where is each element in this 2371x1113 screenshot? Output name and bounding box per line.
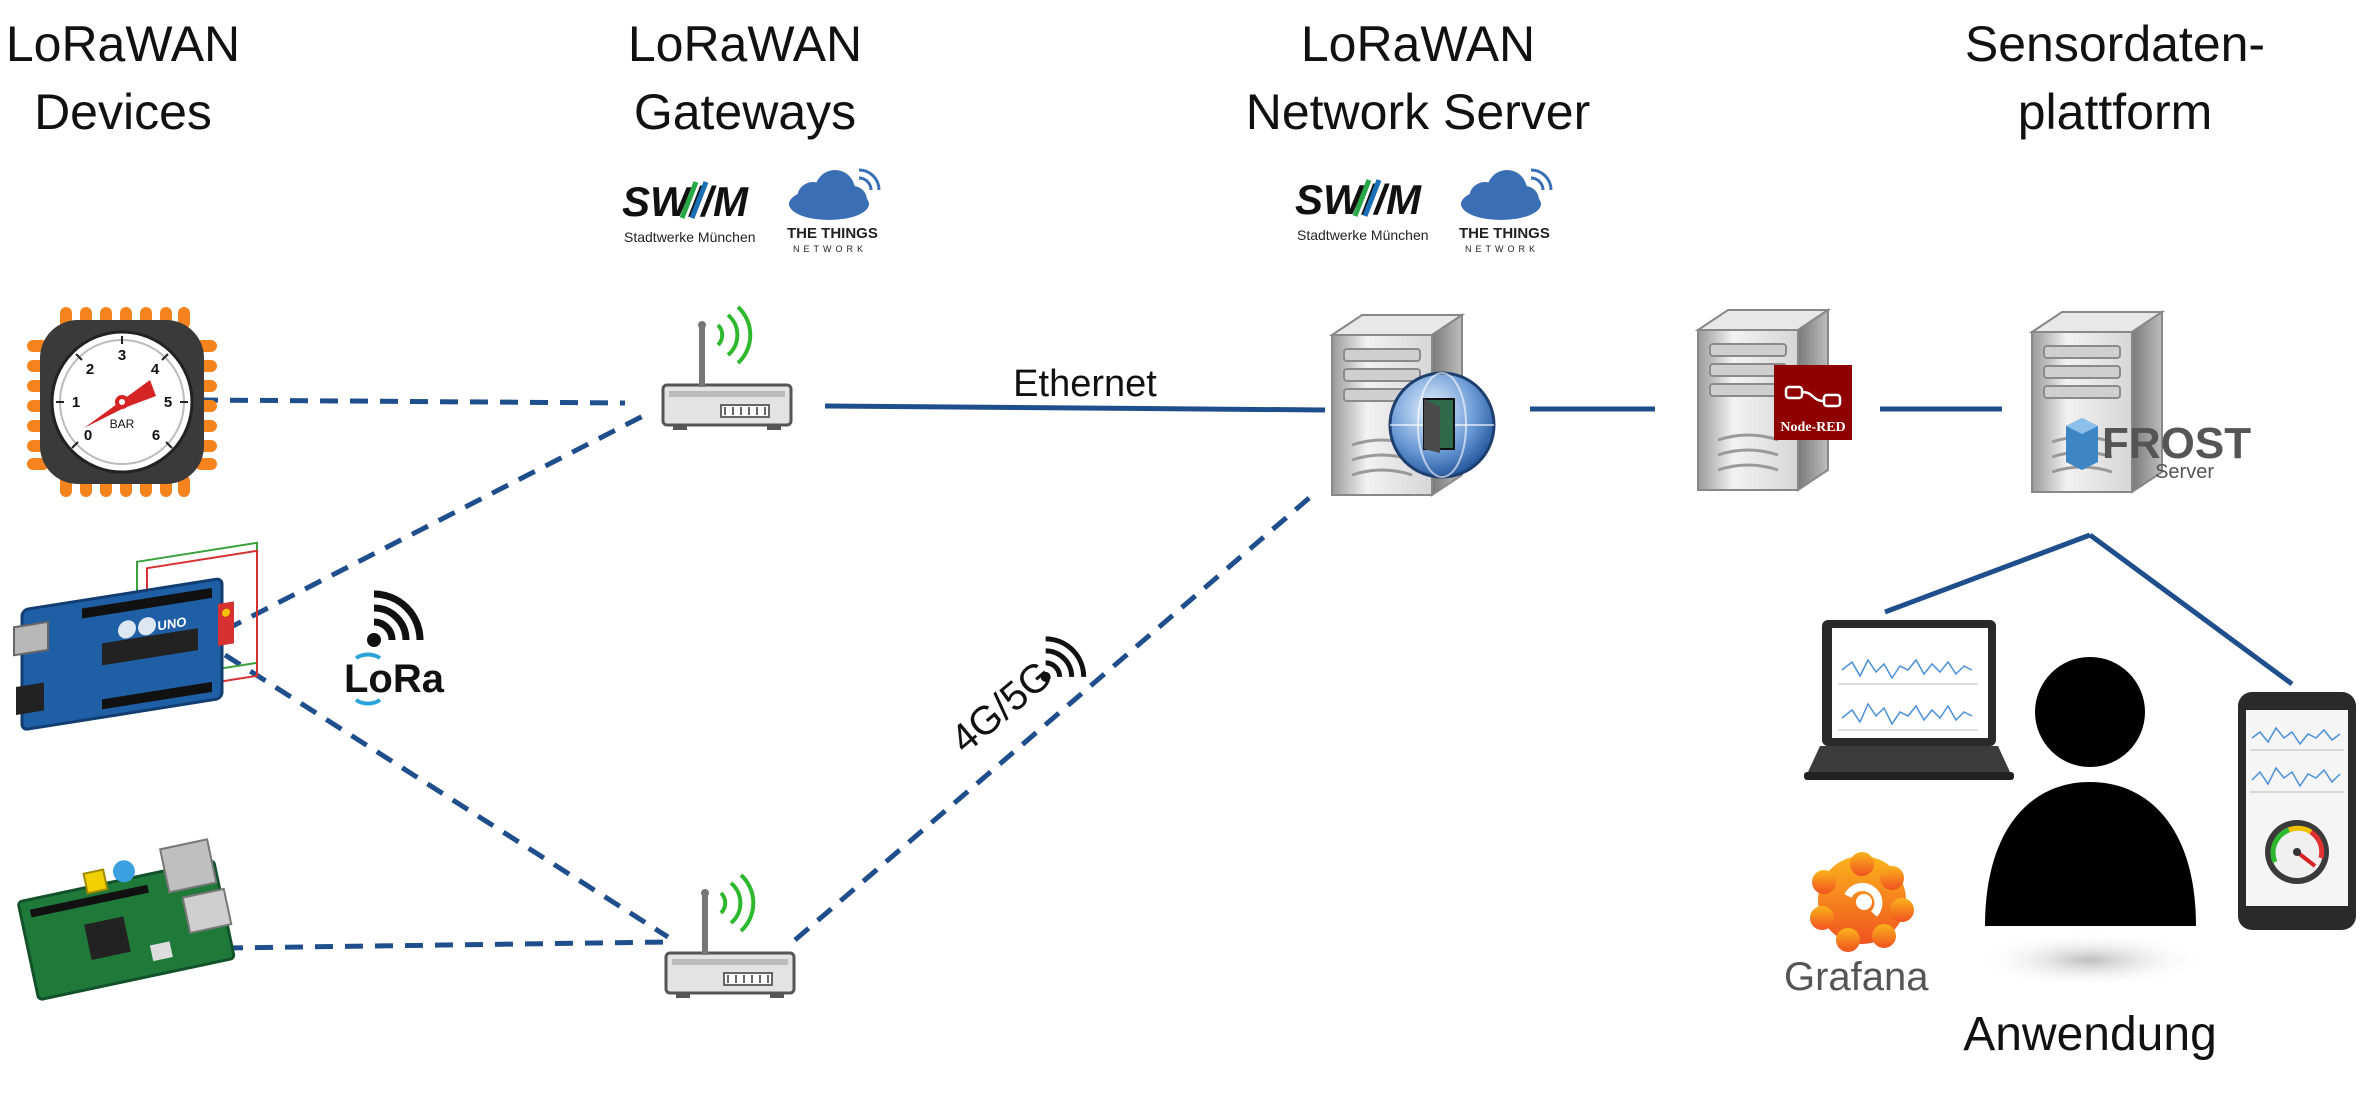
gateways-title-line1: LoRaWAN [627, 16, 863, 72]
link-arduino-gateway1 [223, 412, 647, 633]
lora-logo: LoRa [344, 590, 445, 706]
gateways-column-title: LoRaWAN Gateways [600, 10, 890, 146]
cellular-signal-icon [1040, 636, 1087, 682]
link-frost-laptop [1884, 532, 2091, 615]
gauge-tick-3: 3 [118, 347, 126, 364]
frost-cube-icon [2066, 418, 2098, 470]
grafana-swirl-icon [1810, 852, 1914, 952]
devices-column-title: LoRaWAN Devices [0, 10, 246, 146]
user-silhouette-icon [1975, 657, 2205, 988]
link-gauge-gateway1 [199, 397, 626, 406]
laptop-screen-charts [1838, 658, 1978, 731]
frost-server: FROST Server [2030, 310, 2251, 494]
lora-wave-icon [367, 590, 424, 647]
gauge-tick-5: 5 [164, 394, 172, 411]
link-raspberrypi-gateway2 [224, 939, 669, 951]
ttn-logo-gateways: THE THINGS NETWORK [787, 168, 881, 254]
gauge-tick-6: 6 [152, 427, 160, 444]
smartphone-screen-charts [2250, 726, 2344, 793]
cloud-icon [1461, 168, 1553, 220]
cellular-label: 4G/5G [943, 652, 1062, 761]
arduino-label: UNO [158, 614, 187, 633]
ttn-line2: NETWORK [1465, 244, 1539, 254]
ttn-line1: THE THINGS [1459, 225, 1550, 242]
raspberry-pi-device [17, 838, 236, 1001]
ttn-line2: NETWORK [793, 244, 867, 254]
gateway-cellular [664, 873, 796, 1000]
grafana-logo: Grafana [1784, 852, 1929, 999]
frost-logo: FROST Server [2066, 418, 2251, 483]
wifi-signal-icon [719, 873, 756, 933]
ttn-line1: THE THINGS [787, 225, 878, 242]
gauge-tick-2: 2 [86, 361, 94, 378]
gauge-tick-4: 4 [151, 361, 160, 378]
gauge-ticks [56, 336, 188, 449]
network-server-title-line1: LoRaWAN [1300, 16, 1536, 72]
swm-logo-network-server: SW//M Stadtwerke München [1295, 176, 1429, 243]
gateways-title-line2: Gateways [633, 84, 857, 140]
gauge-tick-0: 0 [84, 427, 92, 444]
ttn-logo-network-server: THE THINGS NETWORK [1459, 168, 1553, 254]
frost-sublabel: Server [2155, 461, 2214, 483]
node-red-server: Node-RED [1696, 308, 1852, 492]
ethernet-label: Ethernet [1013, 363, 1157, 405]
network-server [1330, 313, 1496, 497]
smartphone-device [2238, 692, 2356, 930]
frost-label: FROST [2102, 419, 2251, 468]
link-ethernet [824, 403, 1326, 413]
swm-logo-text: SW//M [622, 178, 749, 225]
swm-subtitle: Stadtwerke München [1297, 227, 1429, 243]
connections [199, 397, 2294, 951]
link-arduino-gateway2 [223, 652, 670, 940]
swm-logo-text: SW//M [1295, 176, 1422, 223]
devices-title-line1: LoRaWAN [5, 16, 241, 72]
speedometer-icon [2265, 820, 2329, 884]
network-server-column-title: LoRaWAN Network Server [1218, 10, 1618, 146]
network-server-title-line2: Network Server [1245, 84, 1591, 140]
devices-title-line2: Devices [34, 84, 212, 140]
gauge-unit: BAR [110, 417, 135, 431]
node-red-flow-icon [1784, 385, 1842, 408]
wifi-signal-icon [716, 305, 753, 365]
laptop-device [1804, 620, 2014, 780]
platform-title-line2: plattform [2017, 84, 2213, 140]
globe-icon [1388, 371, 1496, 479]
platform-column-title: Sensordaten- plattform [1930, 10, 2300, 146]
link-frost-smartphone [2088, 532, 2294, 687]
gateway-ethernet [661, 305, 793, 432]
grafana-label: Grafana [1784, 955, 1929, 999]
swm-subtitle: Stadtwerke München [624, 229, 756, 245]
cloud-icon [789, 168, 881, 220]
node-red-logo: Node-RED [1774, 365, 1852, 440]
lora-label: LoRa [344, 657, 445, 701]
gauge-tick-1: 1 [72, 394, 80, 411]
node-red-label: Node-RED [1780, 420, 1845, 435]
platform-title-line1: Sensordaten- [1964, 16, 2266, 72]
link-gateway2-networkserver [793, 491, 1317, 942]
application-label: Anwendung [1963, 1008, 2217, 1061]
pressure-gauge-device: 0 1 2 3 4 5 6 BAR [27, 307, 217, 497]
swm-logo-gateways: SW//M Stadtwerke München [622, 178, 756, 245]
arduino-device: UNO [13, 541, 258, 731]
